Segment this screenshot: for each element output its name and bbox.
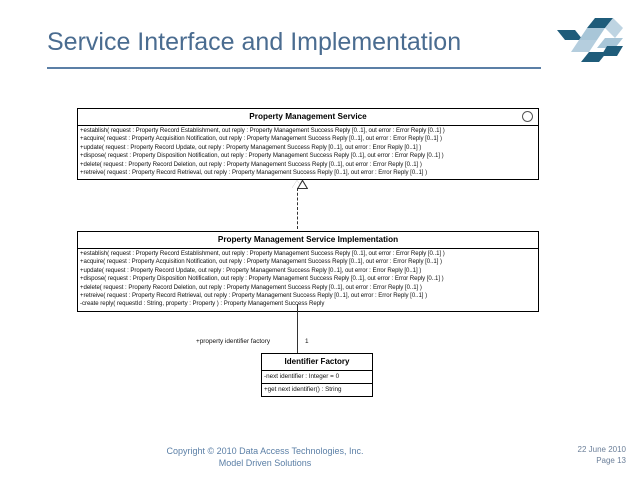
uml-attribute: -next identifier : Integer = 0 (264, 373, 340, 380)
uml-operation: +acquire( request : Property Acquisition… (80, 258, 442, 266)
uml-operations-compartment: +establish( request : Property Record Es… (78, 249, 538, 311)
uml-operation: +dispose( request : Property Disposition… (80, 275, 444, 283)
association-multiplicity-label: 1 (305, 338, 309, 345)
footer-page-number: Page 13 (596, 456, 626, 465)
uml-class-header: Property Management Service Implementati… (78, 232, 538, 249)
uml-operation: -create reply( requestId : String, prope… (80, 300, 325, 308)
uml-class-header: Property Management Service (78, 109, 538, 126)
uml-operation: +update( request : Property Record Updat… (80, 266, 422, 274)
uml-operation: +delete( request : Property Record Delet… (80, 160, 422, 168)
uml-operation: +delete( request : Property Record Delet… (80, 283, 422, 291)
page-title: Service Interface and Implementation (47, 28, 462, 56)
association-role-label: +property identifier factory (196, 338, 271, 345)
footer-meta: 22 June 2010 Page 13 (578, 444, 627, 466)
uml-operation: +retreive( request : Property Record Ret… (80, 292, 428, 300)
uml-class-name: Identifier Factory (284, 357, 350, 366)
uml-class-header: Identifier Factory (262, 354, 372, 371)
uml-class-name: Property Management Service (249, 112, 367, 121)
footer-copyright-line2: Model Driven Solutions (218, 458, 312, 468)
uml-operation: +establish( request : Property Record Es… (80, 127, 445, 134)
uml-operation: +establish( request : Property Record Es… (80, 250, 445, 257)
uml-class-name: Property Management Service Implementati… (217, 235, 399, 244)
uml-operation: +acquire( request : Property Acquisition… (80, 135, 442, 143)
realization-hollow-triangle-arrowhead (292, 180, 308, 189)
interface-ball-icon (522, 111, 533, 122)
footer-copyright-line1: Copyright © 2010 Data Access Technologie… (166, 446, 364, 456)
uml-operations-compartment: +establish( request : Property Record Es… (78, 126, 538, 179)
uml-attributes-compartment: -next identifier : Integer = 0 (262, 371, 372, 383)
realization-dashed-line (297, 188, 298, 229)
uml-operation: +update( request : Property Record Updat… (80, 143, 422, 151)
uml-operation: +dispose( request : Property Disposition… (80, 152, 444, 160)
uml-class-identifier-factory[interactable]: Identifier Factory -next identifier : In… (261, 353, 373, 397)
association-open-arrowhead-icon (294, 347, 301, 361)
footer-copyright: Copyright © 2010 Data Access Technologie… (0, 445, 530, 469)
uml-operations-compartment: +get next identifier() : String (262, 383, 372, 396)
uml-operation: +retreive( request : Property Record Ret… (80, 169, 428, 177)
footer-date: 22 June 2010 (577, 445, 627, 454)
data-access-technologies-cubes-logo (549, 16, 625, 72)
uml-operation: +get next identifier() : String (264, 386, 342, 393)
association-line (297, 304, 298, 353)
uml-class-property-management-service[interactable]: Property Management Service +establish( … (77, 108, 539, 181)
title-underline-rule (47, 67, 541, 69)
uml-class-property-management-service-implementation[interactable]: Property Management Service Implementati… (77, 231, 539, 312)
